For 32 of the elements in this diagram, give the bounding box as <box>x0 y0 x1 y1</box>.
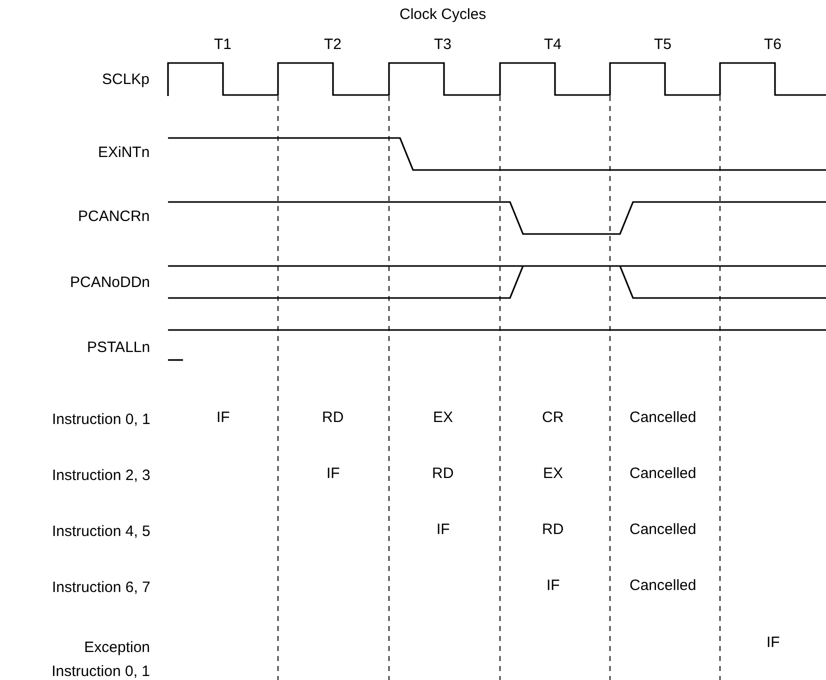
pipeline-stage: Cancelled <box>630 409 696 427</box>
cycle-label: T3 <box>434 36 452 54</box>
cycle-label: T6 <box>764 36 782 54</box>
pipeline-stage: RD <box>432 465 454 483</box>
pipeline-stage: RD <box>542 521 564 539</box>
cycle-label: T4 <box>544 36 562 54</box>
signal-name: PCANCRn <box>78 208 150 226</box>
pipeline-stage: IF <box>766 634 780 652</box>
pipeline-stage: Cancelled <box>630 577 696 595</box>
pipeline-stage: IF <box>326 465 340 483</box>
pipeline-stage: Cancelled <box>630 465 696 483</box>
pipeline-stage: IF <box>216 409 230 427</box>
row-label: Instruction 2, 3 <box>52 467 150 485</box>
row-label: Instruction 6, 7 <box>52 579 150 597</box>
pipeline-stage: CR <box>542 409 564 427</box>
row-label: Exception Instruction 0, 1 <box>50 638 150 680</box>
pipeline-stage: IF <box>546 577 560 595</box>
pipeline-stage: RD <box>322 409 344 427</box>
signal-name: PCANoDDn <box>70 274 150 292</box>
axis-title: Clock Cycles <box>400 6 486 24</box>
cycle-label: T1 <box>214 36 232 54</box>
pipeline-stage: EX <box>543 465 564 483</box>
row-label: Instruction 0, 1 <box>52 411 150 429</box>
pipeline-stage: EX <box>433 409 454 427</box>
pipeline-stage: IF <box>436 521 450 539</box>
signal-name: SCLKp <box>102 71 150 89</box>
cycle-label: T5 <box>654 36 672 54</box>
cycle-label: T2 <box>324 36 342 54</box>
signal-name: EXiNTn <box>98 144 150 162</box>
pipeline-stage: Cancelled <box>630 521 696 539</box>
signal-name: PSTALLn <box>87 339 150 357</box>
row-label: Instruction 4, 5 <box>52 523 150 541</box>
